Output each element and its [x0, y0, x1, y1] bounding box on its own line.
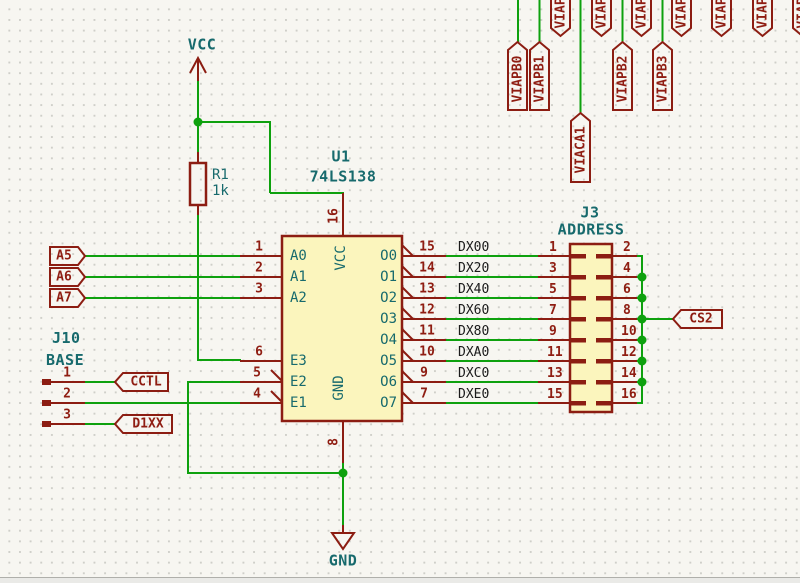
u1-pin-number: 5	[253, 365, 261, 381]
global-label-viapb0[interactable]: VIAPB0	[510, 55, 526, 103]
u1-pin-number: 15	[419, 239, 435, 255]
u1-pin-number: 12	[419, 302, 435, 318]
u1-pin-number: 1	[255, 239, 263, 255]
j3-pin-number: 11	[547, 345, 563, 360]
u1-pin-name: E2	[290, 374, 307, 390]
net-label[interactable]: DXC0	[458, 366, 490, 381]
gnd-triangle-icon	[330, 532, 356, 551]
u1-pin-number: 14	[419, 260, 435, 276]
net-label[interactable]: DX20	[458, 261, 490, 276]
u1-value[interactable]: 74LS138	[309, 167, 377, 186]
global-label-viapb2[interactable]: VIAPB2	[615, 55, 631, 103]
global-label-cs2[interactable]: CS2	[689, 311, 713, 327]
j3-value[interactable]: ADDRESS	[557, 220, 625, 239]
r1-reference[interactable]: R1	[212, 167, 229, 183]
u1-pin-number: 8	[326, 438, 342, 446]
j3-pin-number: 4	[623, 261, 631, 276]
u1-pin-name: E1	[290, 395, 307, 411]
canvas-bottom-edge	[0, 577, 800, 583]
global-label-a6[interactable]: A6	[56, 269, 72, 285]
u1-pin-number: 13	[419, 281, 435, 297]
j3-pin-number: 16	[621, 387, 637, 402]
u1-pin-name: O0	[380, 248, 397, 264]
u1-pin-number: 11	[419, 323, 435, 339]
net-label[interactable]: DXA0	[458, 345, 490, 360]
u1-pin-name: A0	[290, 248, 307, 264]
pin-stubs	[50, 55, 637, 551]
junction-dots	[193, 117, 647, 478]
j3-pin-number: 13	[547, 366, 563, 381]
j10-pin-number: 3	[63, 407, 71, 423]
ic-u1-body[interactable]	[280, 234, 404, 423]
j3-reference[interactable]: J3	[580, 203, 600, 222]
j3-pin-number: 10	[621, 324, 637, 339]
global-label-clipped[interactable]: VIAP	[594, 0, 610, 29]
connector-j10-pads[interactable]	[42, 379, 51, 427]
u1-pin-number: 9	[420, 365, 428, 381]
net-label[interactable]: DX80	[458, 324, 490, 339]
j3-pin-number: 14	[621, 366, 637, 381]
net-label[interactable]: DXE0	[458, 387, 490, 402]
net-label[interactable]: DX00	[458, 240, 490, 255]
j3-pin-number: 2	[623, 240, 631, 255]
global-label-viapb3[interactable]: VIAPB3	[655, 55, 671, 103]
global-label-a7[interactable]: A7	[56, 290, 72, 306]
global-label-clipped[interactable]: VIAP	[795, 0, 800, 29]
net-label[interactable]: DX60	[458, 303, 490, 318]
j3-pin-number: 7	[549, 303, 557, 318]
u1-pin-name: E3	[290, 353, 307, 369]
j3-pin-number: 15	[547, 387, 563, 402]
connector-j3-body[interactable]	[568, 242, 614, 414]
u1-pin-number: 4	[253, 386, 261, 402]
r1-value[interactable]: 1k	[212, 183, 229, 199]
j3-pin-number: 9	[549, 324, 557, 339]
global-label-a5[interactable]: A5	[56, 248, 72, 264]
u1-pin-name: GND	[331, 375, 347, 401]
u1-pin-number: 16	[326, 208, 342, 224]
vcc-power-label[interactable]: VCC	[187, 35, 217, 54]
global-label-clipped[interactable]: VIAP	[755, 0, 771, 29]
global-label-clipped[interactable]: VIAP	[714, 0, 730, 29]
j3-pin-number: 3	[549, 261, 557, 276]
j10-value[interactable]: BASE	[46, 351, 85, 369]
j3-pin-number: 6	[623, 282, 631, 297]
global-label-flags[interactable]	[49, 0, 800, 434]
net-label[interactable]: DX40	[458, 282, 490, 297]
j3-pin-number: 1	[549, 240, 557, 255]
global-label-cctl[interactable]: CCTL	[130, 374, 162, 390]
global-label-viapb1[interactable]: VIAPB1	[532, 55, 548, 103]
global-label-viaca1[interactable]: VIACA1	[573, 126, 589, 174]
u1-pin-name: O3	[380, 311, 397, 327]
gnd-power-label[interactable]: GND	[328, 551, 358, 570]
u1-pin-name: O4	[380, 332, 397, 348]
u1-pin-name: O2	[380, 290, 397, 306]
j3-pin-number: 12	[621, 345, 637, 360]
u1-pin-name: O1	[380, 269, 397, 285]
j3-pin-number: 8	[623, 303, 631, 318]
j3-pin-number: 5	[549, 282, 557, 297]
u1-pin-number: 7	[420, 386, 428, 402]
j10-pin-number: 1	[63, 365, 71, 381]
vcc-arrow-icon	[189, 55, 207, 74]
u1-pin-number: 6	[255, 344, 263, 360]
u1-pin-name: O5	[380, 353, 397, 369]
j10-pin-number: 2	[63, 386, 71, 402]
u1-pin-number: 2	[255, 260, 263, 276]
u1-pin-name: A2	[290, 290, 307, 306]
global-label-clipped[interactable]: VIAP	[674, 0, 690, 29]
u1-pin-name: VCC	[333, 245, 349, 271]
connector-pin-bars	[571, 254, 611, 406]
resistor-r1-body[interactable]	[188, 161, 208, 207]
u1-pin-name: O6	[380, 374, 397, 390]
u1-pin-number: 3	[255, 281, 263, 297]
u1-pin-number: 10	[419, 344, 435, 360]
u1-pin-name: A1	[290, 269, 307, 285]
global-label-d1xx[interactable]: D1XX	[132, 416, 164, 432]
u1-reference[interactable]: U1	[331, 147, 351, 166]
global-label-clipped[interactable]: VIAP	[553, 0, 569, 29]
global-label-clipped[interactable]: VIAP	[634, 0, 650, 29]
j10-reference[interactable]: J10	[52, 329, 81, 347]
u1-pin-name: O7	[380, 395, 397, 411]
